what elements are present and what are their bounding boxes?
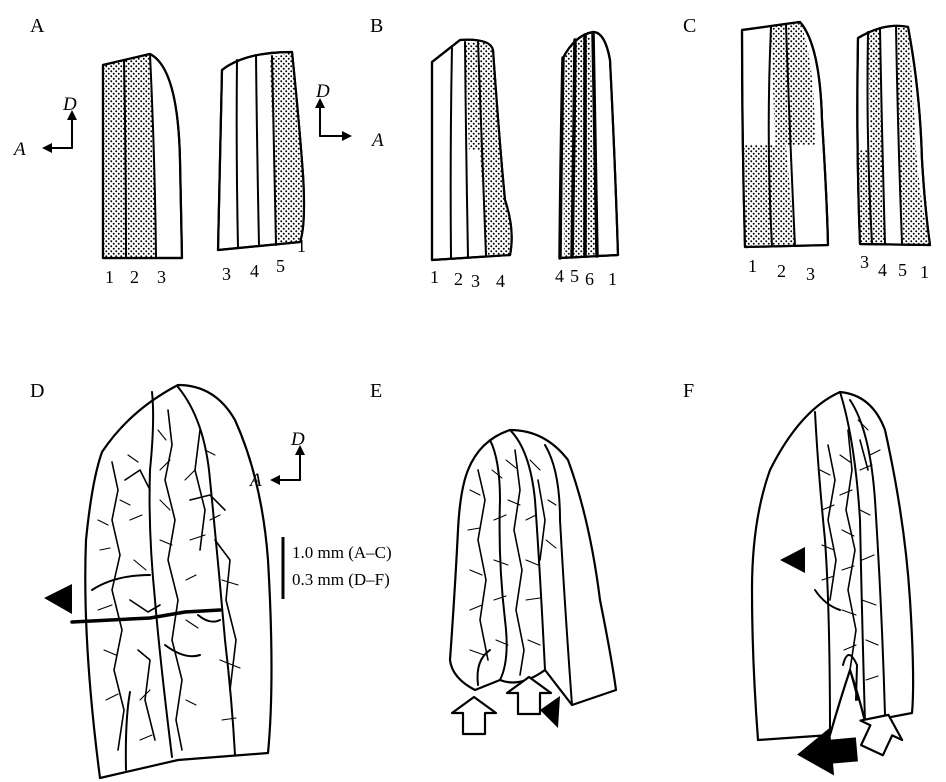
panel-a-axis-d-right: D xyxy=(315,81,330,102)
panel-c-num-r3: 3 xyxy=(860,252,869,272)
panel-d: D xyxy=(30,380,305,778)
panel-d-axis-d: D xyxy=(290,429,305,450)
panel-c: C 1 2 3 3 4 5 1 xyxy=(683,15,930,284)
panel-a-left-schematic xyxy=(103,54,182,258)
panel-c-label: C xyxy=(683,15,696,37)
panel-d-axis-a: A xyxy=(248,470,262,491)
panel-c-num-1: 1 xyxy=(748,256,757,276)
panel-d-arrowhead xyxy=(44,584,72,614)
panel-b-left-schematic xyxy=(432,40,512,260)
panel-a-num-r5: 5 xyxy=(276,256,285,276)
panel-a-axis-d: D xyxy=(62,94,77,115)
panel-c-num-2: 2 xyxy=(777,261,786,281)
panel-a-label: A xyxy=(30,15,45,37)
panel-c-num-r5: 5 xyxy=(898,260,907,280)
panel-b: B 1 2 3 4 4 5 6 1 xyxy=(370,15,618,291)
scale-bar-label-2: 0.3 mm (D–F) xyxy=(292,570,390,589)
panel-a-num-r1: 1 xyxy=(297,236,306,256)
panel-a-num-r4: 4 xyxy=(250,261,259,281)
panel-a-num-1: 1 xyxy=(105,267,114,287)
panel-c-right-schematic xyxy=(857,26,930,245)
panel-c-left-schematic xyxy=(742,22,828,247)
panel-e-schematic xyxy=(450,430,616,705)
panel-b-num-r6: 6 xyxy=(585,269,594,289)
panel-c-num-3: 3 xyxy=(806,264,815,284)
panel-a-axis-a-right: A xyxy=(370,130,384,151)
panel-a-axis-a: A xyxy=(12,139,26,160)
panel-d-orientation xyxy=(270,445,305,485)
panel-e-open-arrow-1 xyxy=(452,697,496,734)
panel-e: E xyxy=(370,380,616,734)
panel-d-label: D xyxy=(30,380,44,402)
panel-b-num-2: 2 xyxy=(454,269,463,289)
panel-b-num-r4: 4 xyxy=(555,266,564,286)
panel-b-num-1: 1 xyxy=(430,267,439,287)
panel-c-num-r4: 4 xyxy=(878,260,887,280)
panel-e-label: E xyxy=(370,380,382,402)
panel-b-label: B xyxy=(370,15,383,37)
panel-a-orientation-left xyxy=(42,110,77,153)
panel-f-label: F xyxy=(683,380,694,402)
panel-a-right-schematic xyxy=(218,52,304,250)
panel-f: F xyxy=(683,380,913,779)
panel-b-num-r5: 5 xyxy=(570,266,579,286)
panel-a-num-3: 3 xyxy=(157,267,166,287)
panel-b-num-r1: 1 xyxy=(608,269,617,289)
scale-bar-label-1: 1.0 mm (A–C) xyxy=(292,543,392,562)
panel-f-schematic xyxy=(752,392,913,740)
panel-b-right-schematic xyxy=(560,32,618,258)
panel-a-orientation-right xyxy=(315,98,352,141)
panel-c-num-r1: 1 xyxy=(920,262,929,282)
panel-a-num-r3: 3 xyxy=(222,264,231,284)
panel-b-num-3: 3 xyxy=(471,271,480,291)
panel-a: A 1 2 3 D A 3 xyxy=(12,15,384,287)
panel-a-num-2: 2 xyxy=(130,267,139,287)
panel-b-num-4: 4 xyxy=(496,271,505,291)
panel-e-arrowhead xyxy=(540,696,560,728)
